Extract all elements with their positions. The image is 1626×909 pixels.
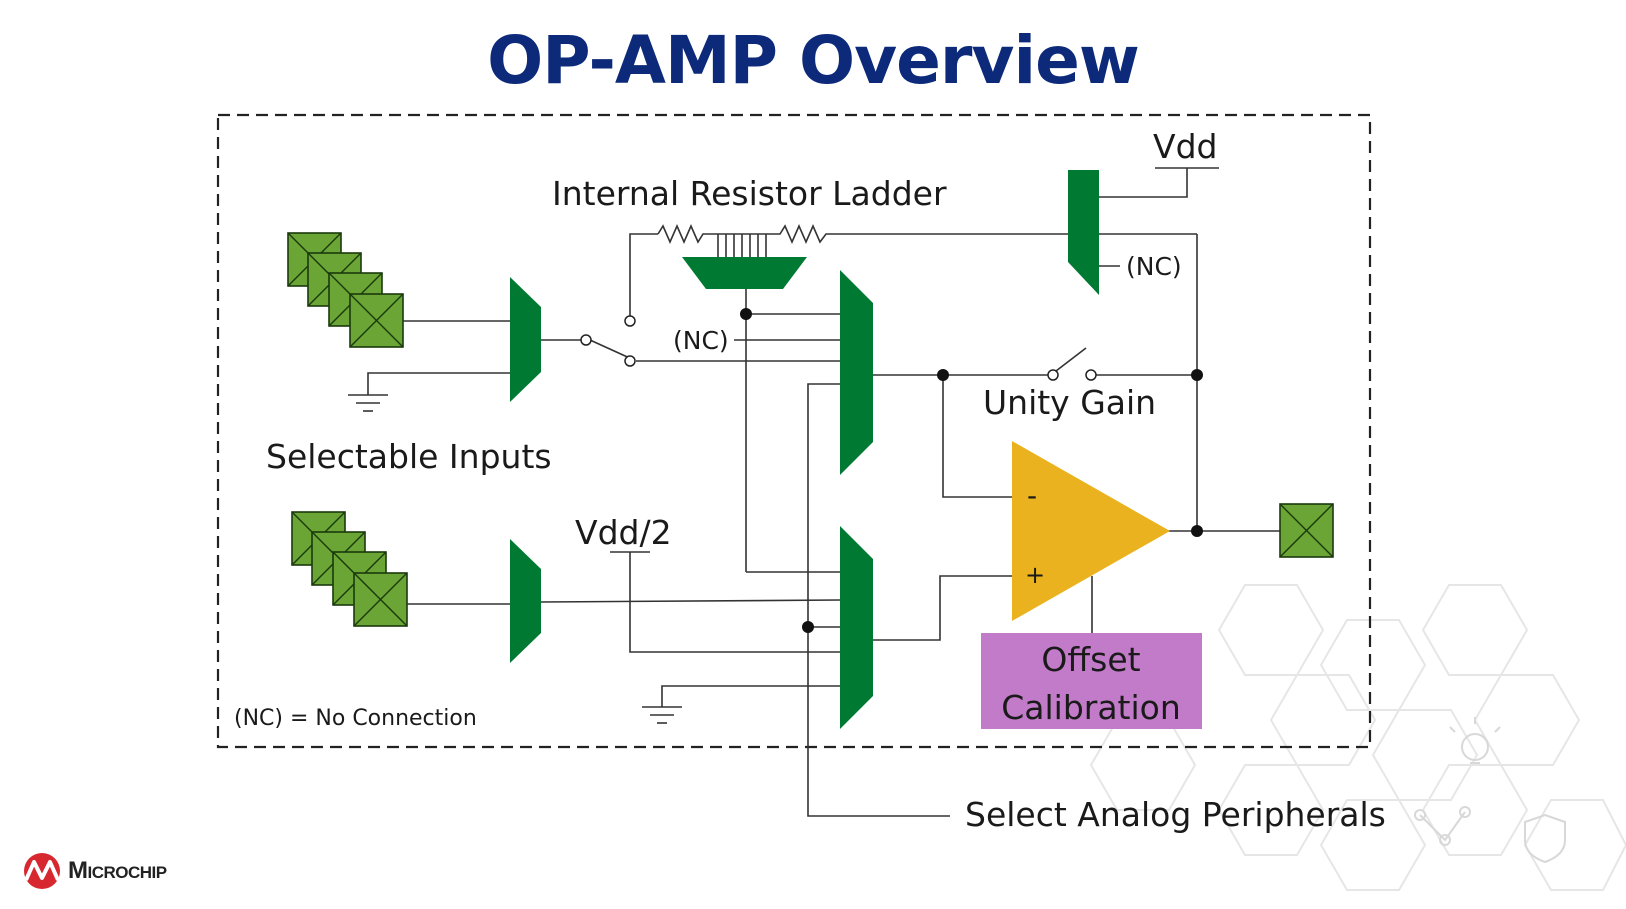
switch-terminal <box>624 315 636 327</box>
input-mux-lower <box>510 539 541 663</box>
vdd-select-mux <box>1068 170 1099 295</box>
resistor-ladder-tap-mux <box>682 257 807 289</box>
microchip-logo: Microchip <box>20 852 167 890</box>
selectable-input-pads-upper <box>287 232 404 348</box>
no-connection-legend: (NC) = No Connection <box>234 706 477 731</box>
unity-gain-switch-terminal <box>1047 369 1059 381</box>
microchip-logo-text: Microchip <box>68 857 167 884</box>
vdd-label: Vdd <box>1153 127 1217 166</box>
nc-label-inverting-mux: (NC) <box>673 326 729 355</box>
junction-dot <box>937 369 949 381</box>
select-analog-peripherals-label: Select Analog Peripherals <box>965 795 1386 834</box>
selectable-input-pads-lower <box>291 511 408 627</box>
op-amp-triangle <box>1012 441 1170 621</box>
lightbulb-icon <box>1449 717 1501 764</box>
microchip-logo-icon <box>24 853 60 889</box>
non-inverting-input-mux <box>840 526 873 729</box>
junction-dot <box>1191 369 1203 381</box>
non-inverting-input-sign: + <box>1025 561 1045 589</box>
offset-calibration-label-line2: Calibration <box>1001 688 1181 727</box>
shield-icon <box>1524 813 1566 864</box>
inverting-input-sign: - <box>1027 479 1037 512</box>
switch-terminal <box>580 334 592 346</box>
op-amp-module-boundary <box>216 113 1372 749</box>
slide-title: OP-AMP Overview <box>487 22 1140 99</box>
resistor-ladder-label: Internal Resistor Ladder <box>552 174 947 213</box>
junction-dot <box>740 308 752 320</box>
hexagon-background-decoration <box>1089 584 1626 891</box>
unity-gain-switch-terminal <box>1085 369 1097 381</box>
input-mux-upper <box>510 277 541 402</box>
network-icon <box>1414 806 1471 846</box>
nc-label-vdd-mux: (NC) <box>1126 252 1182 281</box>
offset-calibration-box <box>981 633 1202 729</box>
junction-dot <box>802 621 814 633</box>
switch-terminal <box>624 355 636 367</box>
inverting-input-mux <box>840 270 873 475</box>
unity-gain-label: Unity Gain <box>983 383 1156 422</box>
selectable-inputs-label: Selectable Inputs <box>266 437 552 476</box>
circuit-wires <box>348 167 1280 817</box>
output-pad <box>1279 503 1334 558</box>
vdd-half-label: Vdd/2 <box>575 513 672 552</box>
junction-dot <box>1191 525 1203 537</box>
offset-calibration-label-line1: Offset <box>1041 640 1140 679</box>
